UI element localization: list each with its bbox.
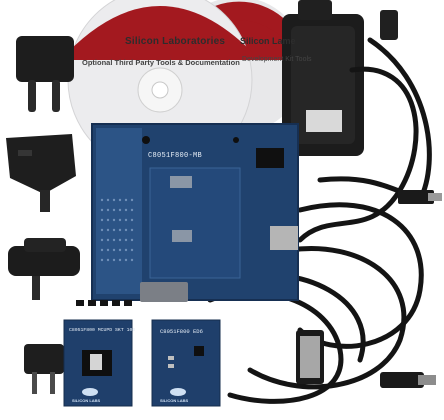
socket-daughter-board: [63, 319, 133, 407]
plug-adapter-uk: [6, 134, 76, 212]
socket-board-logo: SILICON LABS: [72, 398, 101, 403]
target-board-silkscreen: C8051F800 ED6: [160, 328, 203, 335]
target-daughter-board: [151, 319, 221, 407]
cd-front-subtitle: Optional Third Party Tools & Documentati…: [82, 58, 240, 67]
plug-adapter-au: [8, 238, 80, 300]
power-adapter: [282, 0, 398, 156]
main-development-board: [91, 123, 299, 302]
usb-connector: [380, 190, 442, 388]
db9-connector: [296, 330, 324, 384]
cd-back-subtitle: Development Kit Tools: [242, 56, 312, 63]
socket-board-silkscreen: C8051F800 MCUPD SKT 100: [69, 328, 136, 333]
plug-adapter-eu: [16, 36, 74, 112]
cd-back-title: Silicon Lame: [240, 36, 296, 46]
spare-chips: [76, 300, 132, 306]
cd-front-title: Silicon Laboratories: [125, 36, 226, 47]
main-board-silkscreen: C8051F800-MB: [148, 152, 203, 160]
target-board-logo: SILICON LABS: [160, 398, 189, 403]
plug-adapter-us: [24, 344, 64, 394]
